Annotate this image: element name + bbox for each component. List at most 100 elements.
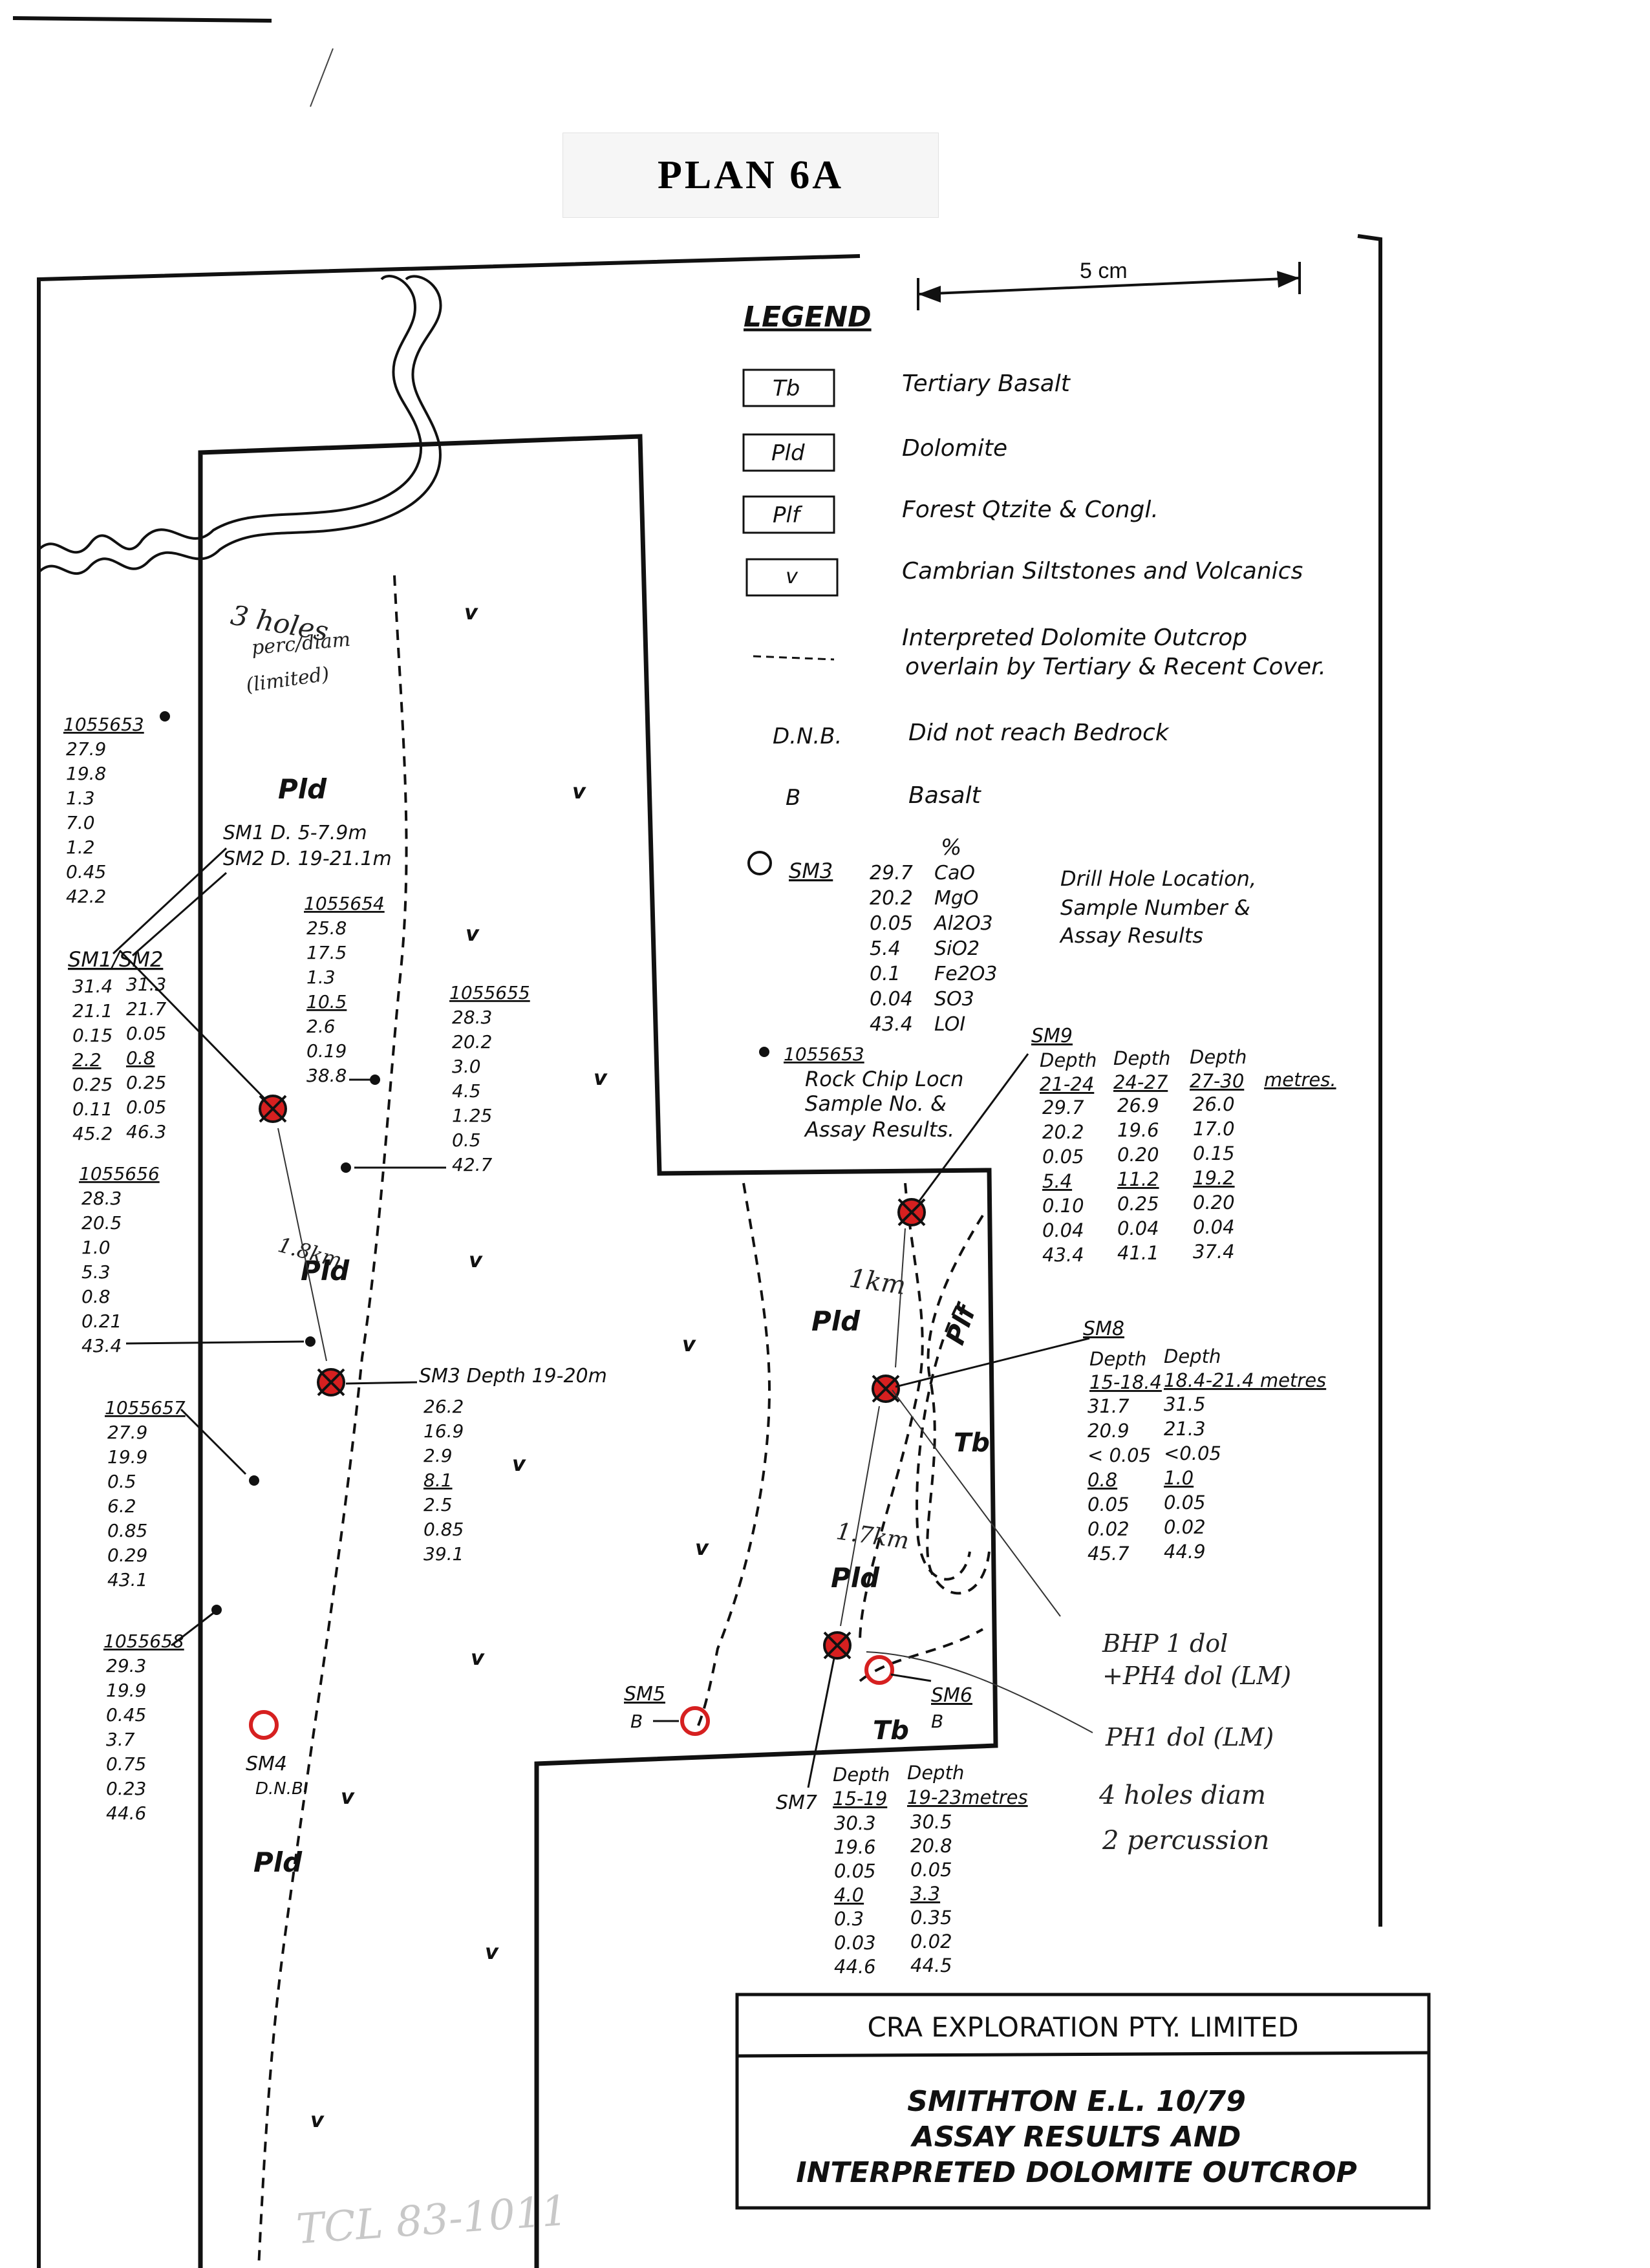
drill-hole-sm9-cross-b [897,1198,926,1226]
sm9-col3-h2: 27-30 [1190,1070,1244,1092]
annotation-dist-2: 1km [848,1263,908,1301]
sm7-table-value-0: 30.5 [910,1811,952,1833]
drill-hole-sm8 [872,1375,900,1403]
sm7-table-value-1: 19.6 [834,1836,876,1858]
sm2-table-value-4: 0.25 [126,1072,166,1093]
sm9-table-value-6: 43.4 [1042,1244,1084,1266]
leader-1055658 [171,1612,214,1647]
unit-label-pld-2: Pld [301,1255,350,1287]
sm8-table-value-2: < 0.05 [1088,1444,1151,1466]
rock-chip-1055653-value-6: 42.2 [66,886,106,907]
rock-chip-site-1055653 [160,711,170,722]
leader-sm6 [890,1673,932,1682]
unit-label-pld-1: Pld [278,773,327,805]
legend-oxides-value-2: Al2O3 [933,912,993,935]
title-line-1: SMITHTON E.L. 10/79 [907,2085,1246,2118]
sm8-table-value-5: 0.02 [1164,1516,1206,1538]
arrow-sm1-sm3 [277,1128,327,1362]
sm7-table-value-1: 20.8 [910,1835,952,1857]
leader-1055657 [180,1408,247,1475]
rock-chip-1055657-value-1: 19.9 [107,1446,147,1468]
sm1-label: SM1 D. 5-7.9m [223,822,367,844]
rock-chip-1055658-value-5: 0.23 [106,1778,146,1799]
legend-label-plf: Forest Qtzite & Congl. [902,497,1159,523]
sm7-assay-values: 30.319.60.054.00.30.0344.630.520.80.053.… [834,1811,952,1978]
sm9-table-value-4: 0.25 [1117,1193,1159,1215]
rock-chip-1055654-value-4: 2.6 [306,1016,336,1037]
rock-chip-1055655-value-6: 42.7 [452,1154,493,1175]
licence-boundary [198,434,998,2268]
legend-oxides-value-5: SO3 [934,988,974,1011]
sm9-table-value-5: 0.04 [1117,1217,1159,1239]
plan-title: PLAN 6A [562,133,939,218]
volcanics-symbol-8: v [471,1645,485,1670]
rock-chip-id-1055653: 1055653 [63,714,144,735]
legend-rock-label-3: Assay Results. [804,1117,954,1142]
rock-chip-site-1055656 [305,1336,316,1347]
sm7-table-value-3: 4.0 [834,1884,864,1906]
sm9-col3-h1: Depth [1190,1046,1247,1068]
unit-label-plf: Plf [941,1299,983,1349]
sm9-assay-values: 29.720.20.055.40.100.0443.426.919.60.201… [1042,1093,1235,1266]
leader-1055656 [125,1340,305,1345]
legend-box-plf [742,495,835,534]
sm8-table-value-0: 31.5 [1164,1393,1206,1415]
sm1-table-value-1: 21.1 [72,1000,112,1022]
sm8-table-value-0: 31.7 [1088,1395,1130,1417]
volcanics-symbol-1: v [572,779,586,804]
leader-sm7 [807,1658,835,1788]
annotation-ph1: PH1 dol (LM) [1105,1723,1274,1751]
volcanics-symbol-9: v [341,1784,355,1809]
unit-label-tb-2: Tb [873,1716,909,1746]
drill-hole-sm1-sm2-cross-b [259,1095,287,1123]
sm8-col1-h2: 15-18.4 [1089,1371,1162,1393]
rock-chip-1055658-value-2: 0.45 [106,1704,146,1726]
sm7-table-value-4: 0.3 [834,1908,864,1930]
rock-chip-1055656-value-1: 20.5 [81,1212,122,1234]
volcanics-symbol-5: v [682,1332,696,1356]
annotation-bhp-1: BHP 1 dol [1102,1629,1228,1658]
rock-chip-1055657-value-0: 27.9 [107,1422,147,1443]
legend-box-pld [742,433,835,472]
volcanics-symbol-10: v [485,1940,499,1964]
scale-label: 5 cm [1080,259,1128,283]
legend-sm3-values-value-3: 5.4 [870,937,901,960]
sm1-table-value-0: 31.4 [72,976,112,997]
scale-arrow-left [918,286,941,303]
legend-dashed-label-1: Interpreted Dolomite Outcrop [902,625,1247,651]
legend-heading: LEGEND [744,301,872,334]
rock-chip-1055656-value-4: 0.8 [81,1286,111,1307]
title-block-divider [736,2051,1430,2058]
legend-drill-label-2: Sample Number & [1060,895,1250,920]
sm8-table-value-5: 0.02 [1088,1518,1130,1540]
rock-chip-1055654-value-2: 1.3 [306,967,336,988]
sm1-table-value-5: 0.11 [72,1098,112,1120]
rock-chip-1055655-value-5: 0.5 [452,1129,481,1151]
arrow-bhp [892,1389,1061,1617]
rock-chip-1055658-value-1: 19.9 [106,1680,146,1701]
title-line-2: ASSAY RESULTS AND [910,2121,1241,2154]
legend-drill-hole-symbol [747,851,772,875]
sm8-table-value-1: 20.9 [1088,1420,1130,1442]
sm7-col2-h1: Depth [907,1762,964,1784]
arrow-sm8-sm7 [840,1406,880,1627]
legend-dashed-label-2: overlain by Tertiary & Recent Cover. [905,654,1326,680]
rock-chip-1055658-value-0: 29.3 [106,1655,146,1676]
rock-chip-1055657-value-3: 6.2 [107,1495,136,1517]
legend-sm3-values-value-4: 0.1 [870,963,901,985]
sm9-table-value-6: 41.1 [1117,1242,1159,1264]
sm9-table-value-5: 0.04 [1042,1219,1084,1241]
rock-chip-1055655-value-3: 4.5 [452,1080,481,1102]
legend-sm3-values-value-1: 20.2 [870,887,913,910]
rock-chip-id-1055658: 1055658 [103,1631,184,1652]
legend-label-pld: Dolomite [902,435,1007,462]
sm1-sm2-header: SM1/SM2 [68,947,163,972]
sm3-table-value-4: 2.5 [423,1494,453,1515]
rock-chip-id-1055655: 1055655 [449,982,530,1003]
sm8-table-value-3: 0.8 [1088,1469,1117,1491]
rock-chip-1055655-value-4: 1.25 [452,1105,492,1126]
